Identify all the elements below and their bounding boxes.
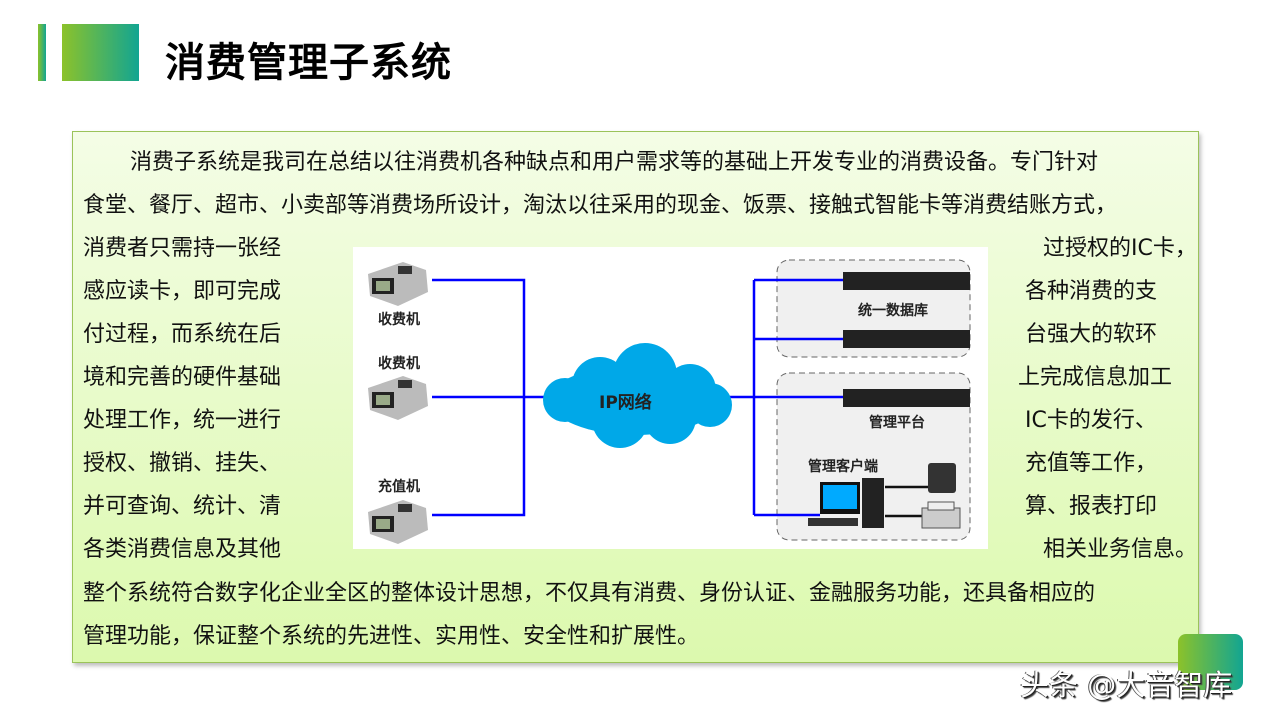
database-label: 统一数据库 xyxy=(858,303,928,319)
paragraph-line-right: IC卡的发行、 xyxy=(1025,408,1157,433)
paragraph-line-right: 台强大的软环 xyxy=(1025,322,1158,347)
server-icons xyxy=(843,272,970,407)
paragraph-line-right: 算、报表打印 xyxy=(1025,494,1158,519)
network-diagram: 收费机 收费机 充值机 IP网络 统一数据库 管理平台 管理客户端 xyxy=(353,247,988,549)
paragraph-line-left: 付过程，而系统在后 xyxy=(83,322,282,347)
title-accent-bar xyxy=(38,24,46,81)
pc-icon xyxy=(808,478,884,528)
paragraph-line-left: 并可查询、统计、清 xyxy=(83,494,282,519)
diagram-graphics xyxy=(368,259,971,544)
paragraph-line: 食堂、餐厅、超市、小卖部等消费场所设计，淘汰以往采用的现金、饭票、接触式智能卡等… xyxy=(83,193,1118,218)
platform-label: 管理平台 xyxy=(869,415,925,431)
paragraph-line-right: 充值等工作， xyxy=(1025,451,1158,476)
paragraph-line-left: 各类消费信息及其他 xyxy=(83,537,282,562)
watermark: 头条 @大音智库 xyxy=(1020,668,1233,702)
cloud-icon xyxy=(543,343,732,448)
paragraph-line-right: 过授权的IC卡， xyxy=(1043,236,1197,261)
paragraph-line-left: 感应读卡，即可完成 xyxy=(83,279,282,304)
terminal-label: 充值机 xyxy=(378,479,420,495)
paragraph-line: 管理功能，保证整个系统的先进性、实用性、安全性和扩展性。 xyxy=(83,624,700,649)
printer-icon xyxy=(921,501,961,529)
page-title: 消费管理子系统 xyxy=(165,40,452,86)
paragraph-line-right: 上完成信息加工 xyxy=(1018,365,1173,390)
paragraph-line: 整个系统符合数字化企业全区的整体设计思想，不仅具有消费、身份认证、金融服务功能，… xyxy=(83,581,1096,606)
network-label: IP网络 xyxy=(599,393,652,413)
terminal-label: 收费机 xyxy=(378,312,420,328)
paragraph-line-left: 处理工作，统一进行 xyxy=(83,408,282,433)
pos-terminal-icons xyxy=(368,262,428,544)
paragraph-line-left: 消费者只需持一张经 xyxy=(83,236,282,261)
card-reader-icon xyxy=(928,463,956,493)
paragraph-line-right: 相关业务信息。 xyxy=(1043,537,1198,562)
paragraph-line: 消费子系统是我司在总结以往消费机各种缺点和用户需求等的基础上开发专业的消费设备。… xyxy=(130,150,1099,175)
paragraph-line-right: 各种消费的支 xyxy=(1025,279,1158,304)
paragraph-line-left: 授权、撤销、挂失、 xyxy=(83,451,282,476)
connection-lines xyxy=(432,278,843,517)
paragraph-line-left: 境和完善的硬件基础 xyxy=(83,365,282,390)
title-accent-block xyxy=(62,24,139,81)
terminal-label: 收费机 xyxy=(378,356,420,372)
corner-badge xyxy=(1178,634,1243,690)
client-label: 管理客户端 xyxy=(808,459,878,475)
